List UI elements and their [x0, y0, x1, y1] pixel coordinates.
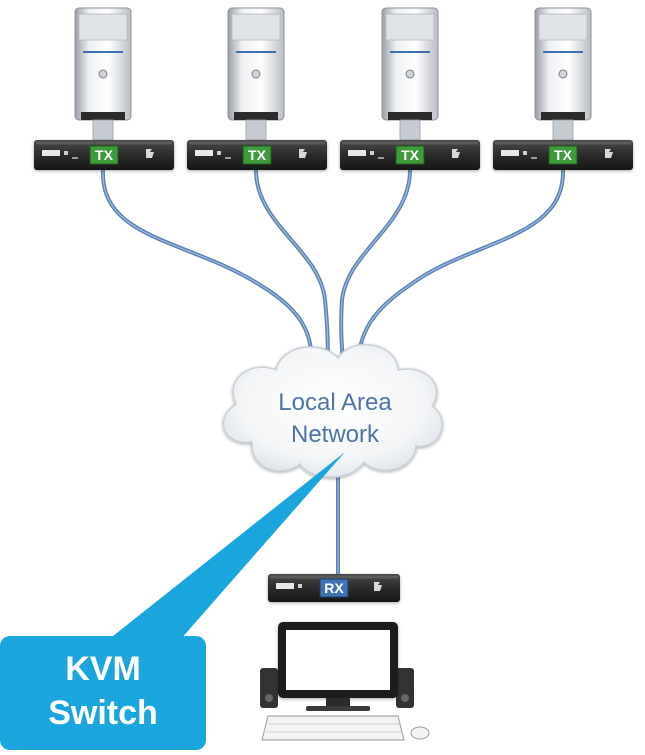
monitor-keyboard-mouse-speakers-icon	[260, 622, 430, 741]
rx-badge	[319, 578, 349, 598]
tower-computer-icon	[74, 7, 132, 141]
cable-tx3	[339, 168, 412, 374]
cloud-icon	[222, 343, 443, 478]
kvm-switch-callout: KVM Switch	[0, 452, 345, 750]
tx-extender-4: TX	[493, 140, 633, 170]
rx-extender: RX	[268, 574, 400, 602]
tx-badge	[395, 145, 425, 165]
tx-badge	[242, 145, 272, 165]
tx-label: TX	[95, 147, 114, 163]
rx-label: RX	[324, 580, 344, 596]
tower-computer-icon	[381, 7, 439, 141]
callout-line1: KVM	[65, 650, 141, 688]
left-speaker	[260, 668, 278, 708]
callout-line2: Switch	[48, 694, 158, 732]
right-speaker	[396, 668, 414, 708]
local-area-network-cloud: Local Area Network	[222, 343, 443, 478]
cloud-label-line1: Local Area	[278, 389, 392, 416]
tx-badge	[89, 145, 119, 165]
cloud-label-line2: Network	[291, 421, 380, 448]
cable-tx4	[356, 168, 566, 374]
cable-tx1	[100, 168, 314, 374]
tower-computer-icon	[534, 7, 592, 141]
mouse	[410, 726, 430, 740]
tx-label: TX	[248, 147, 267, 163]
workstation	[260, 622, 430, 741]
callout-pointer	[108, 452, 345, 640]
tx-label: TX	[401, 147, 420, 163]
callout-box	[0, 636, 206, 750]
tx-label: TX	[554, 147, 573, 163]
tx-extender-3: TX	[340, 140, 480, 170]
cable-tx2	[254, 168, 330, 374]
keyboard	[261, 715, 405, 741]
tx-extender-2: TX	[187, 140, 327, 170]
cables	[100, 168, 566, 577]
tx-extender-1: TX	[34, 140, 174, 170]
tx-badge	[548, 145, 578, 165]
tower-computer-icon	[227, 7, 285, 141]
server-towers	[74, 7, 592, 141]
